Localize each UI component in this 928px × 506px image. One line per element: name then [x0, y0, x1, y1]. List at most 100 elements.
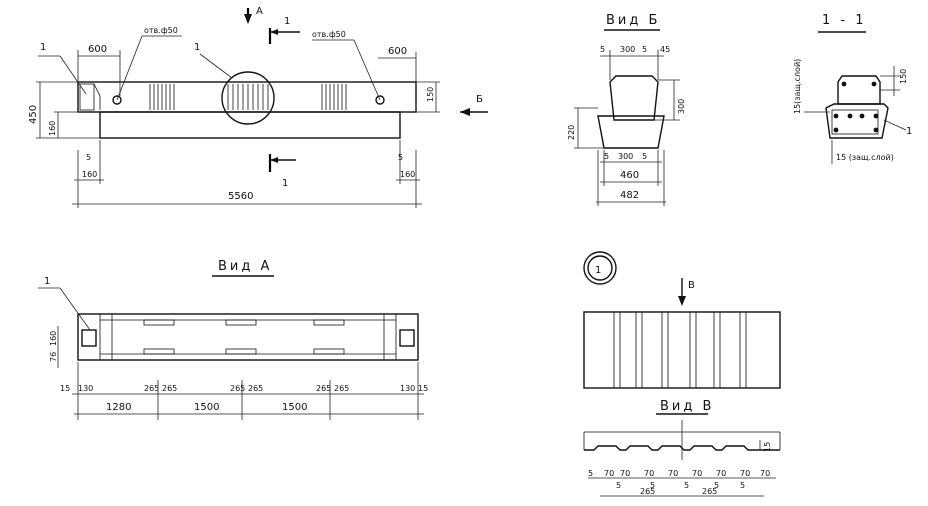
detail-plan — [583, 311, 781, 389]
beam-lower — [99, 111, 401, 139]
hole-left — [112, 95, 122, 105]
va-265-6: 265 — [334, 384, 349, 393]
va-1500-a: 1500 — [194, 402, 219, 413]
vv-r1-2: 70 — [620, 469, 630, 478]
vv-265-a: 265 — [640, 487, 655, 496]
dim-450: 450 — [28, 105, 39, 124]
section-left-note: 15(защ.слой) — [793, 59, 802, 114]
va-265-3: 265 — [230, 384, 245, 393]
end-block-left — [79, 83, 95, 111]
view-a-76: 76 — [49, 352, 58, 362]
va-265-5: 265 — [316, 384, 331, 393]
section-bottom — [825, 103, 889, 139]
dim-160-right: 160 — [400, 170, 415, 179]
vb-top-45: 45 — [660, 45, 670, 54]
section-leader-1: 1 — [906, 126, 912, 137]
arrow-v-label: В — [688, 280, 695, 291]
arrow-a-label: А — [256, 6, 263, 17]
main-elevation: отв.ф50 отв.ф50 1 1 600 600 450 160 150 — [28, 6, 488, 208]
view-b-title: Вид Б — [606, 13, 660, 28]
view-v-profile — [584, 445, 780, 451]
vb-h-300: 300 — [677, 99, 686, 114]
view-b-top-box — [609, 75, 659, 121]
vv-r1-5: 70 — [692, 469, 702, 478]
vv-r1-0: 5 — [588, 469, 593, 478]
section-bottom-note: 15 (защ.слой) — [836, 153, 894, 162]
view-v-title: Вид В — [660, 399, 714, 414]
detail-number-ring-outer — [583, 251, 617, 285]
va-265-2: 265 — [162, 384, 177, 393]
vv-r2-2: 5 — [684, 481, 689, 490]
va-15-right: 15 — [418, 384, 428, 393]
va-130-left: 130 — [78, 384, 93, 393]
detail-1: 1 В Вид В 15 5 70 70 70 70 70 70 70 70 — [583, 251, 781, 497]
vb-top-5b: 5 — [642, 45, 647, 54]
vv-r1-8: 70 — [760, 469, 770, 478]
view-a-160: 160 — [49, 331, 58, 346]
detail-number: 1 — [595, 265, 601, 276]
vv-r1-3: 70 — [644, 469, 654, 478]
vv-r1-6: 70 — [716, 469, 726, 478]
dim-600-right: 600 — [388, 46, 407, 57]
arrow-b-label: Б — [476, 94, 483, 105]
va-130-right: 130 — [400, 384, 415, 393]
leader-label-detail: 1 — [194, 42, 200, 53]
vb-bot-300: 300 — [618, 152, 633, 161]
hole-right — [375, 95, 385, 105]
detail-number-ring-inner — [587, 255, 613, 281]
vv-r1-7: 70 — [740, 469, 750, 478]
view-a-outline — [77, 313, 419, 361]
dim-150-right-v: 150 — [426, 87, 435, 102]
ribs-right — [321, 84, 347, 110]
vv-r2-1: 5 — [650, 481, 655, 490]
vb-h-220: 220 — [567, 125, 576, 140]
vv-265-b: 265 — [702, 487, 717, 496]
hole-label-left: отв.ф50 — [144, 26, 178, 35]
vb-top-300: 300 — [620, 45, 635, 54]
view-a-title: Вид А — [218, 259, 272, 274]
va-15-left: 15 — [60, 384, 70, 393]
va-265-4: 265 — [248, 384, 263, 393]
vv-r2-0: 5 — [616, 481, 621, 490]
va-1500-b: 1500 — [282, 402, 307, 413]
cut-1-top: 1 — [284, 16, 290, 27]
view-a-plates — [143, 319, 345, 355]
view-b: Вид Б 5 300 5 45 300 220 5 300 5 460 — [567, 13, 686, 206]
vb-bot-5b: 5 — [642, 152, 647, 161]
dim-160-left: 160 — [82, 170, 97, 179]
section-title: 1 - 1 — [822, 13, 867, 28]
rebar-dots — [833, 81, 879, 133]
view-v-15: 15 — [763, 442, 772, 452]
vv-r2-4: 5 — [740, 481, 745, 490]
section-right-dim: 150 — [899, 69, 908, 84]
view-a-leader-1: 1 — [44, 276, 50, 287]
vv-r2-3: 5 — [714, 481, 719, 490]
detail-ribs — [613, 312, 747, 388]
dim-160-left-v: 160 — [48, 121, 57, 136]
ribs-left — [149, 84, 175, 110]
detail-circle — [221, 71, 275, 125]
cut-1-bottom: 1 — [282, 178, 288, 189]
view-a-hole-right — [399, 329, 415, 347]
hole-label-right: отв.ф50 — [312, 30, 346, 39]
dim-total: 5560 — [228, 191, 253, 202]
ribs-center — [227, 84, 269, 110]
section-1-1: 1 - 1 15(защ.слой) 15 (защ.слой) 150 1 — [793, 13, 912, 164]
view-a: Вид А 1 76 160 15 130 265 265 265 265 26… — [38, 259, 428, 420]
dim-600-left: 600 — [88, 44, 107, 55]
vb-top-5a: 5 — [600, 45, 605, 54]
va-265-1: 265 — [144, 384, 159, 393]
vv-r1-1: 70 — [604, 469, 614, 478]
va-1280: 1280 — [106, 402, 131, 413]
vv-r1-4: 70 — [668, 469, 678, 478]
vb-w-482: 482 — [620, 190, 639, 201]
vb-bot-5a: 5 — [604, 152, 609, 161]
view-a-hole-left — [81, 329, 97, 347]
leader-label-1: 1 — [40, 42, 46, 53]
vb-w-460: 460 — [620, 170, 639, 181]
beam-upper — [77, 81, 417, 113]
dim-5-left: 5 — [86, 153, 91, 162]
section-top — [837, 75, 881, 105]
view-b-slab — [597, 115, 665, 149]
